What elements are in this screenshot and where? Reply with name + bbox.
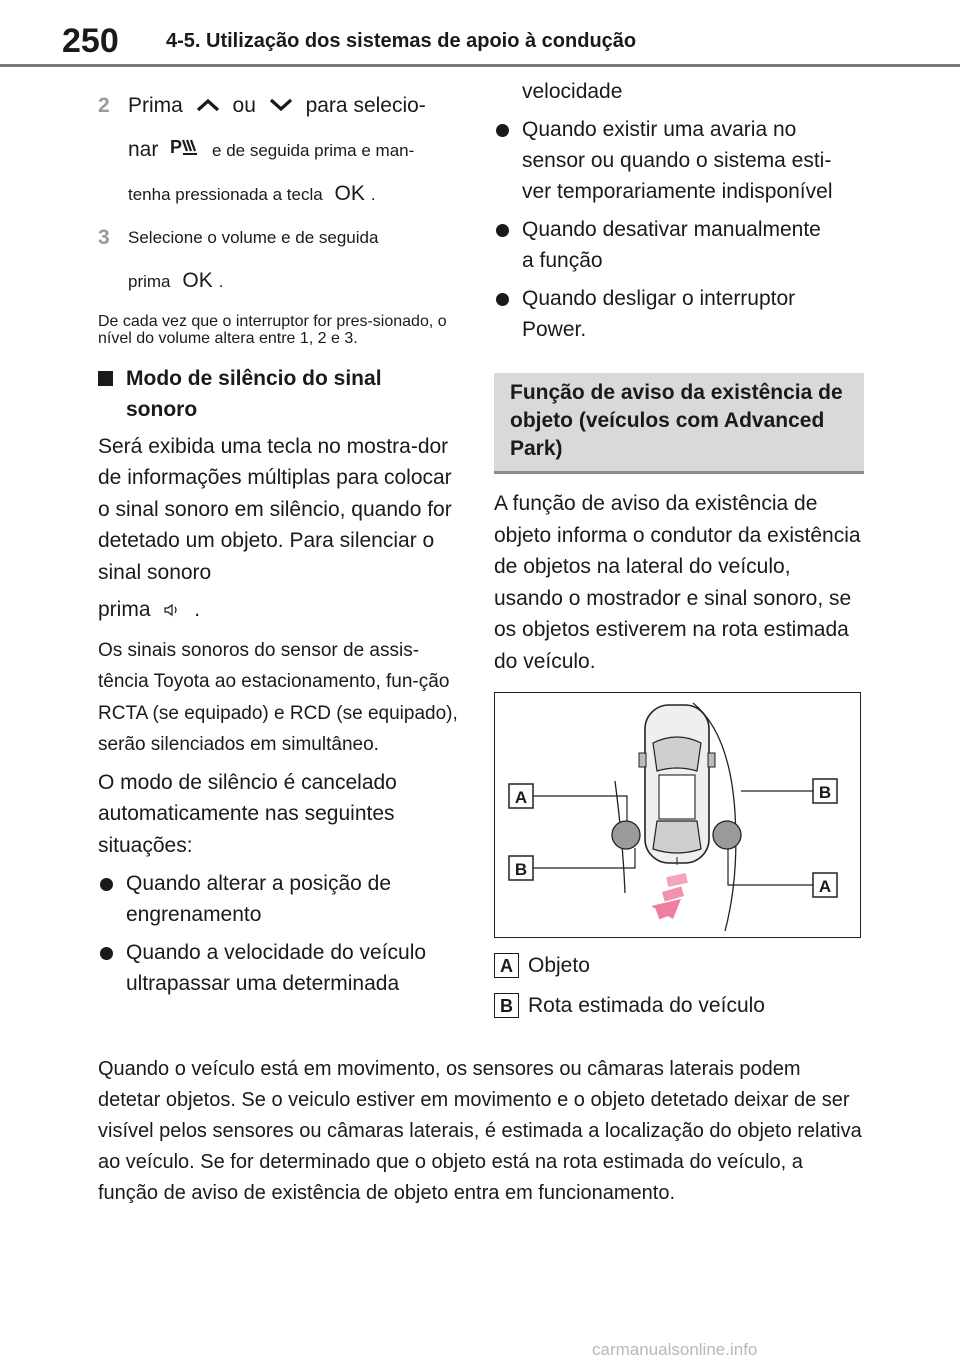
list-item-text: Quando alterar a posição de [126,872,392,896]
list-item: Quando existir uma avaria no sensor ou q… [494,114,864,207]
list-item-text: Quando desligar o interruptor [522,287,796,310]
legend-key: B [494,993,519,1018]
speaker-icon [162,595,182,627]
paragraph: O modo de silêncio é cancelado automatic… [98,770,397,857]
bullet-dot-icon [100,947,113,961]
page-number: 250 [62,22,119,60]
legend-text: Objeto [528,954,590,977]
object-marker-left [611,820,641,850]
svg-text:B: B [819,783,831,802]
square-bullet-icon [98,370,113,386]
leader-line [532,795,628,821]
list-item-text: engrenamento [126,903,262,927]
step-text: para selecio- [305,94,426,117]
label-a-right: A [812,872,838,898]
subsection-heading-line: sonoro [126,397,198,421]
right-column: velocidade Quando existir uma avaria no … [494,76,864,677]
leader-line [727,849,813,886]
pink-arrow-icon [651,873,688,920]
step-3: 3 Selecione o volume e de seguida prima … [98,216,463,303]
list-item-text: ultrapassar uma determinada [126,972,400,996]
car-top-view [638,704,716,865]
watermark: carmanualsonline.info [592,1340,758,1359]
ok-key: OK [334,181,365,205]
step-text: prima [128,271,171,291]
list-item-text: sensor ou quando o sistema esti- [522,149,832,172]
header-divider [0,64,960,67]
object-warning-diagram: A B B A [494,692,861,938]
left-column: 2 Prima ou para selecio- nar P e de segu… [98,84,463,999]
bullet-dot-icon [496,124,509,137]
paragraph-text: . [194,598,201,622]
list-item-text: ver temporariamente indisponível [522,180,833,203]
ok-key: OK [182,268,213,292]
step-number: 2 [98,94,110,117]
paragraph: Os sinais sonoros do sensor de assis-tên… [98,639,458,756]
subsection-heading-line: Modo de silêncio do sinal [126,366,382,390]
svg-text:A: A [819,877,831,896]
leader-line [532,848,636,869]
volume-note: De cada vez que o interruptor for pres-s… [98,312,447,347]
list-item-text: Quando existir uma avaria no [522,118,797,141]
svg-text:A: A [515,788,527,807]
paragraph-text: prima [98,598,151,622]
chevron-down-icon [268,85,294,128]
list-item: Quando desativar manualmente a função [494,214,864,276]
parking-assist-icon: P [170,129,200,172]
paragraph: Será exibida uma tecla no mostra-dor de … [98,431,463,589]
subsection-heading: Modo de silêncio do sinal sonoro [98,363,463,425]
paragraph-text: Será exibida uma tecla no mostra-dor de … [98,434,452,584]
svg-text:B: B [515,860,527,879]
step-text: e de seguida prima e man- [212,140,415,160]
label-a-left: A [508,783,534,809]
svg-text:P: P [170,137,182,157]
bullet-dot-icon [100,878,113,892]
step-text: nar [128,137,159,161]
bullet-dot-icon [496,224,509,237]
diagram-svg: A B B A [508,702,838,932]
label-b-right: B [812,778,838,804]
step-text: Prima [128,94,183,117]
section-heading-box: Função de aviso da existência de objeto … [494,373,864,474]
step-text: Selecione o volume e de seguida [128,227,379,247]
figure-legend: A Objeto B Rota estimada do veículo [494,950,864,1030]
step-2: 2 Prima ou para selecio- nar P e de segu… [98,84,463,216]
route-line-right [692,702,737,932]
object-marker-right [712,820,742,850]
list-item: Quando alterar a posição de engrenamento [98,868,463,930]
label-b-left: B [508,855,534,881]
chevron-up-icon [195,85,221,128]
legend-row-a: A Objeto [494,950,864,981]
list-item: Quando desligar o interruptor Power. [494,283,864,345]
list-item-text: Quando a velocidade do veículo [126,941,427,965]
section-title: 4-5. Utilização dos sistemas de apoio à … [166,30,637,52]
list-item-continuation: velocidade [522,80,623,103]
paragraph: A função de aviso da existência de objet… [494,492,861,673]
step-number: 3 [98,225,110,249]
bottom-paragraph: Quando o veículo está em movimento, os s… [98,1058,862,1204]
legend-row-b: B Rota estimada do veículo [494,990,864,1021]
step-text: tenha pressionada a tecla [128,184,323,204]
step-text: . [218,271,224,291]
step-text: ou [232,94,256,117]
list-item-text: a função [522,249,603,272]
list-item-text: Quando desativar manualmente [522,218,821,241]
step-text: . [370,184,376,204]
legend-text: Rota estimada do veículo [528,994,765,1017]
legend-key: A [494,953,519,978]
page-header: 250 4-5. Utilização dos sistemas de apoi… [0,0,960,70]
list-item-text: Power. [522,318,587,341]
paragraph: prima . [98,594,463,626]
bullet-dot-icon [496,293,509,306]
list-item: Quando a velocidade do veículo ultrapass… [98,937,463,999]
